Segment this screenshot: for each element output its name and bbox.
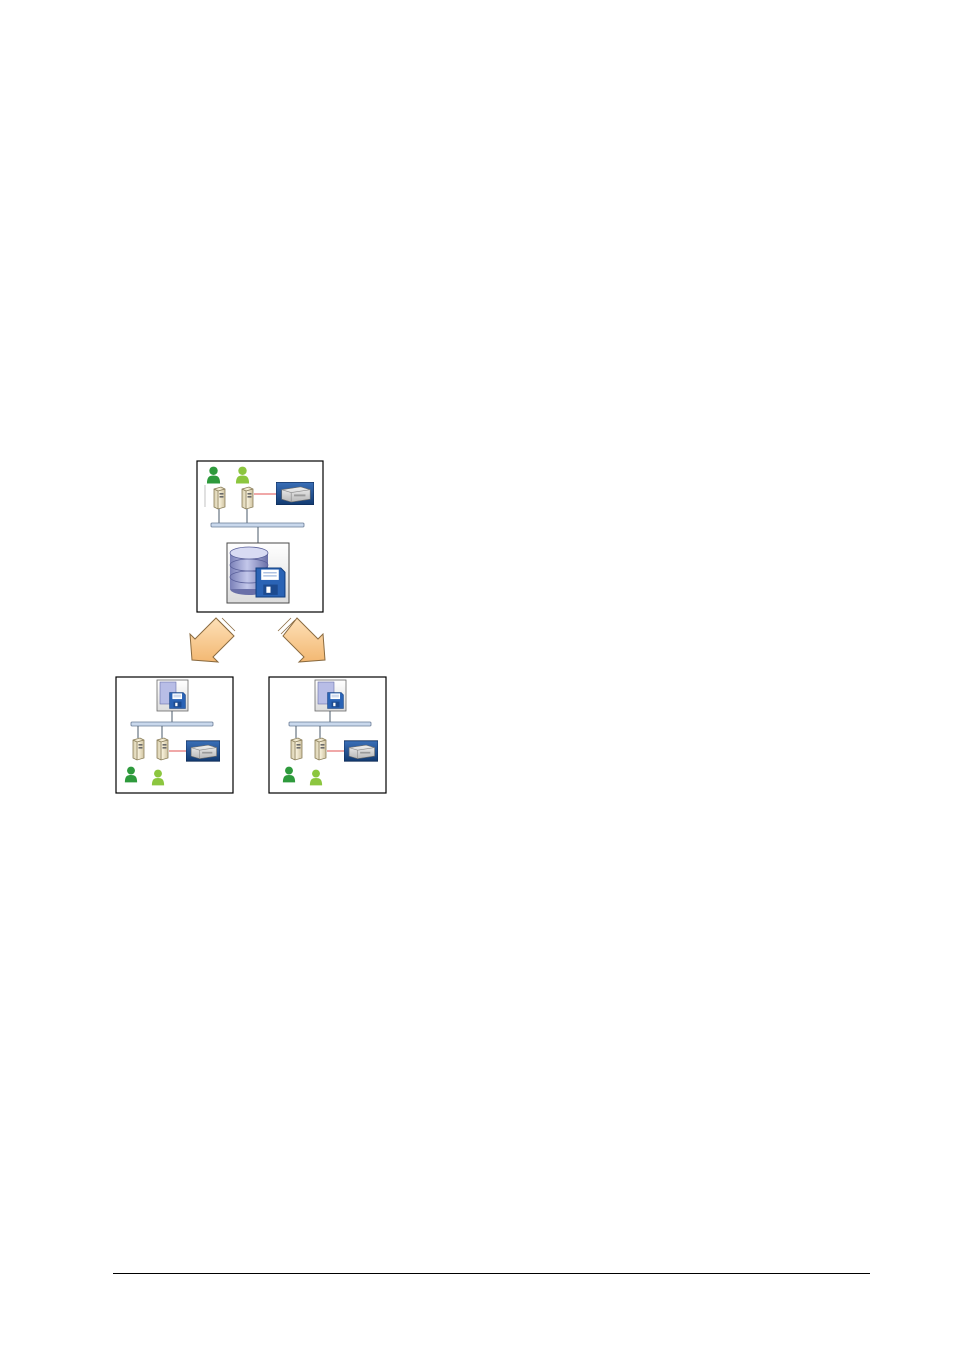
- server-icon: [157, 738, 168, 760]
- printer-icon: [344, 741, 378, 761]
- network-bus: [131, 722, 213, 726]
- printer-icon: [276, 482, 314, 505]
- branch-site-right: [269, 677, 386, 793]
- server-icon: [315, 738, 326, 760]
- save-icon: [328, 693, 344, 709]
- server-icon: [133, 738, 144, 760]
- server-icon: [214, 487, 225, 509]
- arrow-to-left-branch: [190, 618, 235, 662]
- save-icon: [170, 693, 186, 709]
- arrow-to-right-branch: [278, 618, 325, 662]
- server-icon: [291, 738, 302, 760]
- save-icon: [256, 568, 285, 597]
- server-icon: [242, 487, 253, 509]
- branch-site-left: [116, 677, 233, 793]
- network-bus: [289, 722, 371, 726]
- printer-icon: [186, 741, 220, 761]
- footer-rule: [113, 1273, 870, 1274]
- central-site: [197, 461, 323, 612]
- network-bus: [211, 523, 304, 527]
